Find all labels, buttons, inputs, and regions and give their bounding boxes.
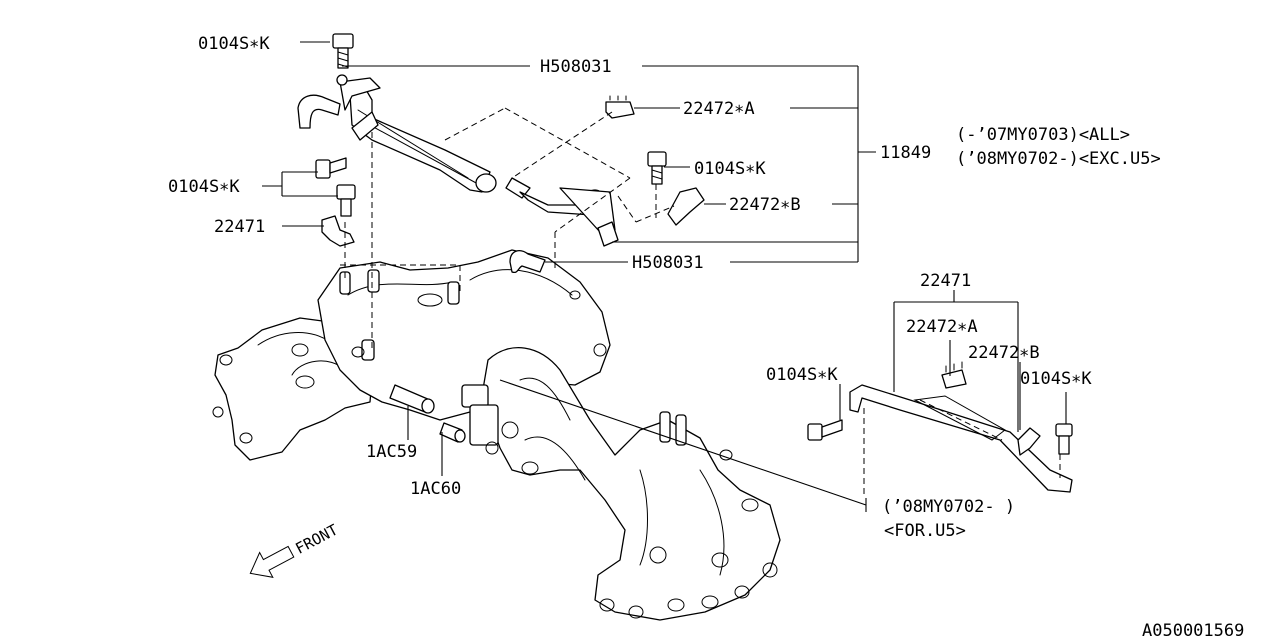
- label-inset-note-2: <FOR.U5>: [884, 521, 966, 541]
- label-bolt-left: 0104S∗K: [168, 177, 240, 197]
- label-bracket-left: 22471: [214, 217, 265, 237]
- bracket-b-top: [667, 187, 705, 226]
- leader-lines: [262, 41, 1067, 512]
- reference-lines: [340, 107, 1061, 498]
- label-bolt-inset-right: 0104S∗K: [1020, 369, 1092, 389]
- label-bolt-mid: 0104S∗K: [694, 159, 766, 179]
- label-inset-note-1: (’08MY0702- ): [882, 497, 1015, 517]
- label-1ac60: 1AC60: [410, 479, 461, 499]
- label-bracket-a-top: 22472∗A: [683, 99, 755, 119]
- label-bolt-inset-left: 0104S∗K: [766, 365, 838, 385]
- intake-manifold: [212, 249, 781, 621]
- label-bracket-b-top: 22472∗B: [729, 195, 801, 215]
- label-bolt-top: 0104S∗K: [198, 34, 270, 54]
- label-applicability-1: (-’07MY0703)<ALL>: [956, 125, 1130, 145]
- label-applicability-2: (’08MY0702-)<EXC.U5>: [956, 149, 1161, 169]
- label-hose-mid: H508031: [632, 253, 704, 273]
- front-arrow: FRONT: [249, 521, 341, 578]
- labels: 0104S∗K H508031 22472∗A 11849 (-’07MY070…: [168, 34, 1244, 640]
- small-parts: [315, 33, 705, 443]
- bracket-22471: [321, 215, 355, 247]
- bracket-a-top: [605, 101, 635, 119]
- label-hose-top: H508031: [540, 57, 612, 77]
- inset-pipe-assembly: [807, 361, 1073, 493]
- label-bracket-b-inset: 22472∗B: [968, 343, 1040, 363]
- label-bracket-inset: 22471: [920, 271, 971, 291]
- label-1ac59: 1AC59: [366, 442, 417, 462]
- label-assembly: 11849: [880, 143, 931, 163]
- diagram-code: A050001569: [1142, 621, 1244, 640]
- bolt-top-icon: [332, 33, 354, 49]
- front-label: FRONT: [292, 521, 340, 558]
- label-bracket-a-inset: 22472∗A: [906, 317, 978, 337]
